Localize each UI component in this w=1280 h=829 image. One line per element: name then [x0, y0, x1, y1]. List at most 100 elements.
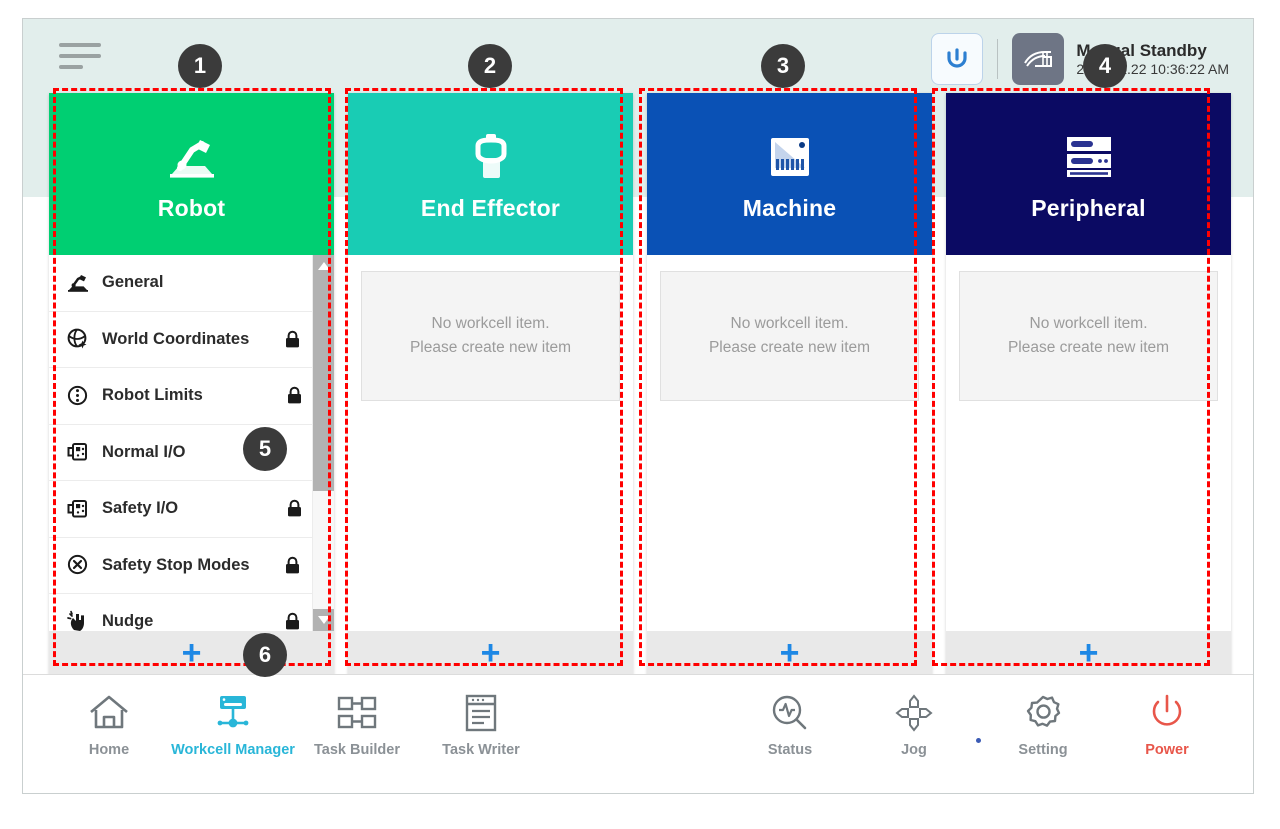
- lock-icon: [284, 386, 304, 405]
- nav-item-power[interactable]: Power: [1105, 675, 1229, 758]
- nav-item-home[interactable]: Home: [47, 675, 171, 758]
- device-frame: Manual Standby 2022.12.22 10:36:22 AM: [22, 18, 1254, 794]
- nav-label: Power: [1145, 742, 1189, 758]
- add-robot-button[interactable]: +: [49, 631, 334, 675]
- menu-item-general[interactable]: General: [49, 255, 334, 312]
- menu-item-safety-stop-modes[interactable]: Safety Stop Modes: [49, 538, 334, 594]
- menu-item-label: Normal I/O: [102, 442, 186, 461]
- workcell-card-grid: Robot: [49, 93, 1231, 675]
- task-writer-icon: [465, 694, 497, 732]
- nav-label: Home: [88, 742, 130, 758]
- empty-line-1: No workcell item.: [730, 314, 849, 332]
- nav-item-task-writer[interactable]: Task Writer: [419, 675, 543, 758]
- nav-label: Setting: [1018, 742, 1068, 758]
- peripheral-rack-icon: [1061, 127, 1117, 189]
- empty-state-peripheral: No workcell item. Please create new item: [959, 271, 1218, 401]
- lock-icon: [282, 330, 302, 349]
- nav-label: Task Builder: [314, 742, 400, 758]
- nav-label: Task Writer: [442, 742, 520, 758]
- workcell-card-machine: Machine No workcell item. Please create …: [647, 93, 932, 675]
- nav-item-workcell-manager[interactable]: Workcell Manager: [171, 675, 295, 758]
- menu-item-label: Nudge: [102, 612, 154, 631]
- separator-dot: [976, 738, 981, 743]
- stop-x-icon: [63, 553, 93, 577]
- empty-line-2: Please create new item: [708, 339, 871, 356]
- card-body-end-effector: No workcell item. Please create new item: [348, 255, 633, 631]
- lock-icon: [282, 612, 302, 631]
- workcell-icon: [210, 689, 256, 737]
- bottom-navigation: Home: [23, 674, 1253, 793]
- lock-icon: [282, 556, 302, 575]
- chevron-down-icon: [317, 616, 330, 624]
- card-title-robot: Robot: [157, 194, 226, 221]
- menu-item-normal-io[interactable]: Normal I/O: [49, 425, 334, 481]
- add-peripheral-button[interactable]: +: [946, 631, 1231, 675]
- chevron-up-icon: [317, 262, 330, 270]
- hamburger-line-1: [59, 43, 101, 47]
- menu-item-label: Robot Limits: [102, 386, 203, 405]
- workcell-card-peripheral: Peripheral No workcell item. Please crea…: [946, 93, 1231, 675]
- status-title: Manual Standby: [1076, 40, 1207, 60]
- card-title-end-effector: End Effector: [420, 194, 561, 221]
- scroll-up-button[interactable]: [313, 255, 334, 277]
- empty-line-2: Please create new item: [1007, 339, 1170, 356]
- menu-item-robot-limits[interactable]: Robot Limits: [49, 368, 334, 425]
- nav-item-task-builder[interactable]: Task Builder: [295, 675, 419, 758]
- nav-item-status[interactable]: Status: [728, 675, 852, 758]
- card-body-robot: General: [49, 255, 334, 631]
- card-header-machine[interactable]: Machine: [647, 93, 932, 255]
- menu-item-nudge[interactable]: Nudge: [49, 594, 334, 631]
- empty-line-1: No workcell item.: [1029, 314, 1148, 332]
- workcell-card-robot: Robot: [49, 93, 334, 675]
- status-cluster: Manual Standby 2022.12.22 10:36:22 AM: [931, 31, 1229, 87]
- hamburger-line-2: [59, 54, 101, 58]
- nav-label: Jog: [901, 742, 927, 758]
- manual-hand-icon[interactable]: [1012, 33, 1065, 85]
- menu-item-world-coordinates[interactable]: World Coordinates: [49, 312, 334, 368]
- plus-icon: +: [181, 634, 202, 672]
- card-body-machine: No workcell item. Please create new item: [647, 255, 932, 631]
- plus-icon: +: [779, 634, 800, 672]
- empty-state-end-effector: No workcell item. Please create new item: [361, 271, 620, 401]
- gear-icon: [1026, 695, 1061, 727]
- scroll-down-button[interactable]: [313, 609, 334, 631]
- limits-circle-icon: [63, 384, 93, 408]
- card-header-robot[interactable]: Robot: [49, 93, 334, 255]
- menu-item-safety-io[interactable]: Safety I/O: [49, 481, 334, 538]
- hamburger-line-3: [59, 65, 83, 69]
- nav-label: Status: [767, 742, 813, 758]
- nav-item-setting[interactable]: Setting: [981, 675, 1105, 758]
- nudge-hand-icon: [63, 610, 93, 631]
- add-end-effector-button[interactable]: +: [348, 631, 633, 675]
- plus-icon: +: [1078, 634, 1099, 672]
- robot-arm-icon: [63, 272, 93, 294]
- nav-item-jog[interactable]: Jog: [852, 675, 976, 758]
- io-port-icon: [63, 440, 93, 464]
- menu-item-label: General: [102, 273, 164, 292]
- card-title-machine: Machine: [742, 194, 837, 221]
- empty-state-machine: No workcell item. Please create new item: [660, 271, 919, 401]
- robot-list-scrollbar[interactable]: [312, 255, 334, 631]
- add-machine-button[interactable]: +: [647, 631, 932, 675]
- robot-home-icon[interactable]: [931, 33, 984, 85]
- hamburger-icon[interactable]: [59, 43, 101, 73]
- card-header-end-effector[interactable]: End Effector: [348, 93, 633, 255]
- menu-item-label: World Coordinates: [102, 329, 250, 348]
- status-scope-icon: [772, 695, 807, 730]
- scrollbar-thumb[interactable]: [313, 277, 334, 491]
- globe-icon: [63, 327, 93, 351]
- status-text: Manual Standby 2022.12.22 10:36:22 AM: [1076, 40, 1229, 79]
- top-bar: Manual Standby 2022.12.22 10:36:22 AM: [23, 19, 1253, 91]
- nav-group-right: Status Jog: [728, 675, 1229, 758]
- empty-line-2: Please create new item: [409, 339, 572, 356]
- task-builder-icon: [337, 696, 377, 729]
- menu-item-label: Safety Stop Modes: [102, 555, 250, 574]
- home-icon: [87, 689, 131, 737]
- workcell-card-end-effector: End Effector No workcell item. Please cr…: [348, 93, 633, 675]
- card-body-peripheral: No workcell item. Please create new item: [946, 255, 1231, 631]
- menu-item-label: Safety I/O: [102, 499, 179, 518]
- gripper-icon: [466, 127, 516, 189]
- card-header-peripheral[interactable]: Peripheral: [946, 93, 1231, 255]
- status-timestamp: 2022.12.22 10:36:22 AM: [1076, 60, 1229, 77]
